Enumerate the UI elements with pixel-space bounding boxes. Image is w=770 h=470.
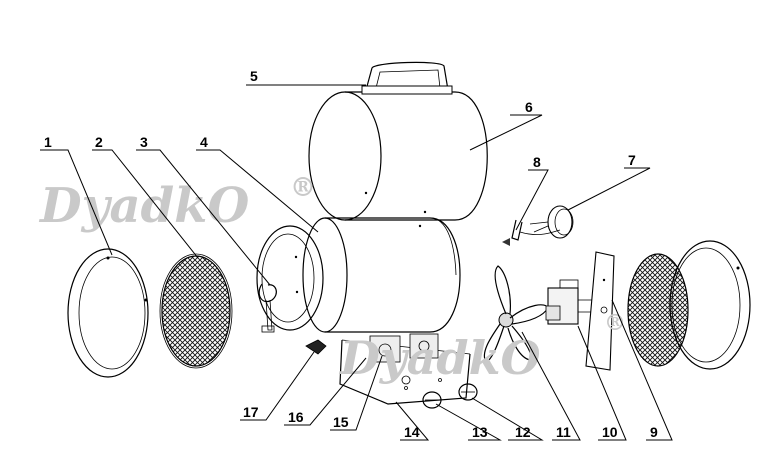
motor-bracket <box>585 251 615 371</box>
watermark-top: DyadkO ® <box>38 173 316 234</box>
watermark-brand-bottom: DyadkO <box>338 331 541 385</box>
watermark-registered-bottom: ® <box>604 310 626 336</box>
label-part-6: 6 <box>525 99 533 115</box>
fan-motor <box>545 279 594 325</box>
label-part-8: 8 <box>533 154 541 170</box>
outer-housing <box>308 91 488 221</box>
label-part-9: 9 <box>650 424 658 440</box>
igniter <box>502 219 523 246</box>
rear-guard-ring <box>669 240 751 370</box>
watermark-registered-top: ® <box>290 173 316 203</box>
burner-coil <box>256 225 324 333</box>
watermark-bottom: DyadkO ® <box>338 310 626 385</box>
front-mesh-grill <box>159 253 233 369</box>
label-part-3: 3 <box>140 134 148 150</box>
label-part-4: 4 <box>200 134 208 150</box>
wire <box>519 229 561 235</box>
fan-blade <box>483 265 549 363</box>
callout-labels: 1 2 3 4 5 6 7 8 9 10 11 12 13 14 15 16 1… <box>44 68 658 440</box>
thermostat-clip <box>305 339 327 355</box>
label-part-2: 2 <box>95 134 103 150</box>
label-part-16: 16 <box>288 409 304 425</box>
carry-handle <box>361 61 453 95</box>
label-part-11: 11 <box>556 424 571 440</box>
base-control-box <box>339 333 471 405</box>
thermostat-dial <box>529 205 574 239</box>
label-part-15: 15 <box>333 414 349 430</box>
label-part-12: 12 <box>515 424 531 440</box>
label-part-5: 5 <box>250 68 258 84</box>
watermark-brand-top: DyadkO <box>38 178 249 234</box>
callout-leaders <box>40 84 673 441</box>
label-part-14: 14 <box>404 424 420 440</box>
label-part-10: 10 <box>602 424 618 440</box>
combustion-chamber-cylinder <box>294 217 461 333</box>
control-knob-12 <box>458 383 478 401</box>
label-part-1: 1 <box>44 134 52 150</box>
label-part-7: 7 <box>628 152 636 168</box>
control-knob-13 <box>422 391 442 409</box>
label-part-13: 13 <box>472 424 488 440</box>
front-guard-ring <box>67 248 149 378</box>
label-part-17: 17 <box>243 404 259 420</box>
